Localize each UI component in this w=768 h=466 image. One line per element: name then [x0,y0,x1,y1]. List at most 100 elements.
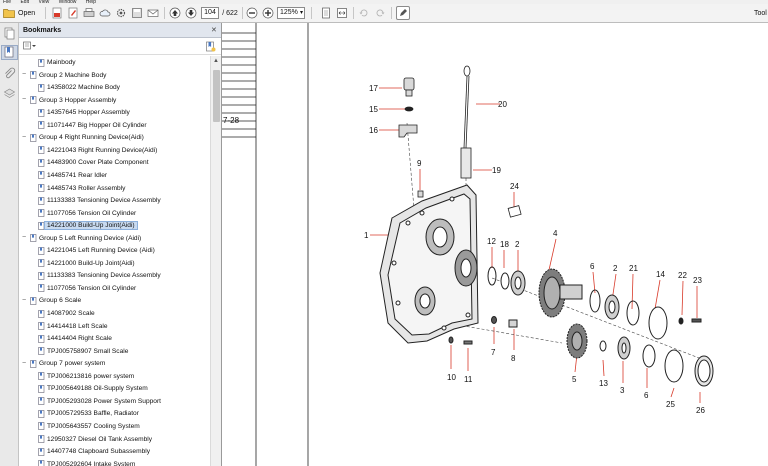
sign-button[interactable] [396,6,410,20]
bookmark-item[interactable]: 14414418 Left Scale [38,320,108,332]
bookmark-item[interactable]: 14485743 Roller Assembly [38,182,125,194]
scroll-up-icon[interactable]: ▲ [213,58,219,64]
bookmark-item[interactable]: TPJ005729533 Baffle, Radiator [38,408,139,420]
zoom-out-button[interactable] [245,6,259,20]
attachments-button[interactable] [3,67,16,80]
cloud-button[interactable] [98,6,112,20]
pages-button[interactable] [3,27,16,40]
bookmark-item[interactable]: 11133383 Tensioning Device Assembly [38,195,161,207]
bookmark-item[interactable]: 14414404 Right Scale [38,333,112,345]
bookmark-item[interactable]: TPJ005649188 Oil-Supply System [38,383,148,395]
fit-page-button[interactable] [319,6,333,20]
bookmark-item[interactable]: 12950327 Diesel Oil Tank Assembly [38,433,152,445]
callout-2a: 2 [515,240,520,249]
next-page-button[interactable] [184,6,198,20]
scrollbar-thumb[interactable] [213,70,220,122]
collapse-toggle-icon[interactable]: − [22,96,27,104]
collapse-toggle-icon[interactable]: − [22,234,27,242]
bookmark-item[interactable]: TPJ005293028 Power System Support [38,395,161,407]
menu-file[interactable]: File [3,0,12,4]
bookmark-item[interactable]: 11077056 Tension Oil Cylinder [38,207,136,219]
margin-label: 7-28 [223,116,240,125]
bookmark-label: 11077056 Tension Oil Cylinder [47,209,137,217]
folder-icon [3,9,15,18]
bookmark-item[interactable]: 14087902 Scale [38,308,95,320]
bookmark-item[interactable]: 14358022 Machine Body [38,82,120,94]
gearbox-housing [379,184,479,344]
bookmark-page-icon [38,309,45,318]
rotate-right-button[interactable] [373,6,387,20]
settings-button[interactable] [114,6,128,20]
callout-18: 18 [500,240,509,249]
email-button[interactable] [146,6,160,20]
rotate-left-button[interactable] [357,6,371,20]
bookmarks-tab-button[interactable] [1,45,18,60]
bookmark-icon [4,46,14,58]
bookmark-options-button[interactable] [23,41,37,51]
zoom-in-button[interactable] [261,6,275,20]
bookmark-label: TPJ005643557 Cooling System [47,422,140,430]
bookmark-page-icon [38,334,45,343]
layers-button[interactable] [3,87,16,100]
tools-label[interactable]: Tool [754,9,767,17]
bookmark-item[interactable]: 14221000 Build-Up Joint(Aidi) [38,257,135,269]
bookmark-item[interactable]: Group 2 Machine Body [30,69,106,81]
close-panel-button[interactable]: ✕ [211,26,217,34]
bookmark-item[interactable]: 14483900 Cover Plate Component [38,157,149,169]
edit-pdf-button[interactable] [66,6,80,20]
bookmark-item[interactable]: 14357645 Hopper Assembly [38,107,130,119]
bookmark-item[interactable]: Group 4 Right Running Device(Aidi) [30,132,144,144]
bookmark-item[interactable]: Mainbody [38,57,76,69]
bookmark-item[interactable]: TPJ005292604 Intake System [38,458,135,466]
print-button[interactable] [82,6,96,20]
callout-6b: 6 [644,391,649,400]
bookmark-item[interactable]: 14221000 Build-Up Joint(Aidi) [38,220,138,232]
callout-20: 20 [498,100,507,109]
bookmark-item[interactable]: 11077056 Tension Oil Cylinder [38,282,136,294]
open-button[interactable]: Open [3,6,41,20]
bookmark-item[interactable]: TPJ005643557 Cooling System [38,420,140,432]
edit-pdf-icon [68,7,78,19]
callout-22: 22 [678,271,687,280]
menu-edit[interactable]: Edit [20,0,30,4]
bookmark-item[interactable]: Group 5 Left Running Device (Aidi) [30,232,141,244]
collapse-toggle-icon[interactable]: − [22,296,27,304]
bookmark-page-icon [38,209,45,217]
collapse-toggle-icon[interactable]: − [22,71,27,79]
bookmark-item[interactable]: 14221043 Right Running Device(Aidi) [38,144,157,156]
callout-3: 3 [620,386,625,395]
bookmarks-scrollbar[interactable]: ▲ [210,56,221,466]
page-number-input[interactable]: 104 [201,7,219,19]
menu-window[interactable]: Window [58,0,77,4]
bookmark-page-icon [30,71,37,79]
bookmark-item[interactable]: 14221045 Left Running Device (Aidi) [38,245,155,257]
zoom-value: 125% [280,9,298,16]
bookmark-item[interactable]: 11071447 Big Hopper Oil Cylinder [38,119,147,131]
options-menu-icon [23,41,36,50]
bookmark-label: 14221000 Build-Up Joint(Aidi) [44,221,138,231]
bookmark-item[interactable]: 14485741 Rear Idler [38,169,107,181]
menu-view[interactable]: View [38,0,50,4]
collapse-toggle-icon[interactable]: − [22,133,27,141]
fit-width-button[interactable] [335,6,349,20]
bookmark-item[interactable]: TPJ006213816 power system [38,370,134,382]
callout-9: 9 [417,159,422,168]
bookmark-item[interactable]: TPJ005758907 Small Scale [38,345,128,357]
callout-19: 19 [492,166,501,175]
bookmark-item[interactable]: 11133383 Tensioning Device Assembly [38,270,161,282]
bookmark-item[interactable]: Group 7 power system [30,358,105,370]
previous-page-button[interactable] [168,6,182,20]
bookmark-item[interactable]: 14407748 Clapboard Subassembly [38,446,150,458]
new-bookmark-button[interactable] [205,41,216,52]
callout-labels: 17 15 16 20 9 19 24 1 12 18 2 4 6 2 21 1… [364,84,705,415]
collapse-toggle-icon[interactable]: − [22,359,27,367]
bookmark-item[interactable]: Group 3 Hopper Assembly [30,94,116,106]
callout-14: 14 [656,270,665,279]
menu-help[interactable]: Help [85,0,97,4]
bookmark-page-icon [38,447,45,456]
callout-26: 26 [696,406,705,415]
bookmark-item[interactable]: Group 6 Scale [30,295,81,307]
create-pdf-button[interactable] [50,6,64,20]
save-button[interactable] [130,6,144,20]
zoom-select[interactable]: 125% ▾ [277,7,305,19]
